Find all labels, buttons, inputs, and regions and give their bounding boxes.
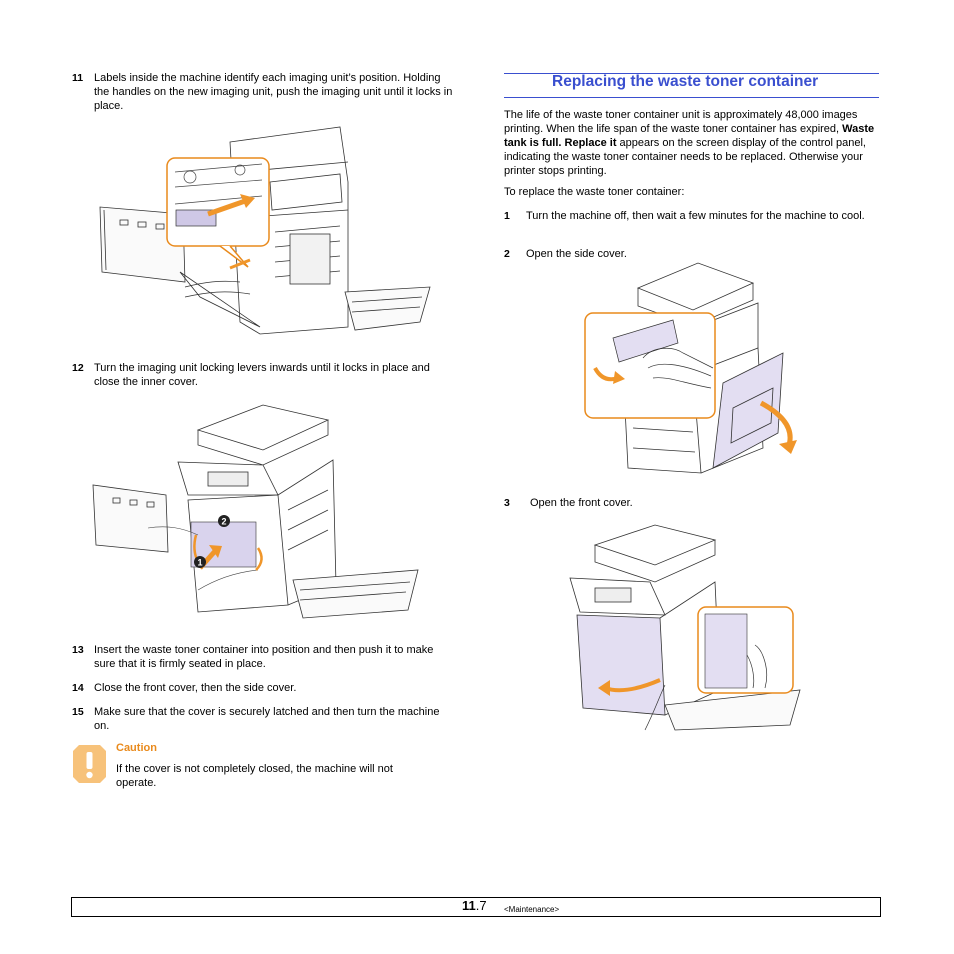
step-number: 14 — [72, 682, 84, 694]
intro-bold-message: Waste tank is full. Replace it — [504, 123, 875, 149]
figure-open-front-cover — [569, 524, 801, 731]
step-number: 3 — [504, 497, 510, 509]
step-number: 12 — [72, 362, 84, 374]
step-text: Labels inside the machine identify each … — [94, 72, 453, 112]
step-number: 11 — [72, 72, 84, 84]
step-number: 2 — [504, 248, 510, 260]
step-text: Make sure that the cover is securely lat… — [94, 706, 440, 732]
chapter-name: <Maintenance> — [504, 905, 560, 914]
step-text: Insert the waste toner container into po… — [94, 644, 434, 670]
section-rule-top — [504, 73, 879, 74]
step-number: 13 — [72, 644, 84, 656]
caution-title: Caution — [116, 742, 157, 754]
step-text: Turn the machine off, then wait a few mi… — [526, 210, 865, 222]
exclamation-icon — [73, 745, 106, 783]
step-text: Open the front cover. — [530, 497, 633, 509]
figure-locking-levers: 1 2 — [92, 404, 419, 619]
step-number: 1 — [504, 210, 510, 222]
caution-text: If the cover is not completely closed, t… — [116, 763, 393, 789]
step-text: Close the front cover, then the side cov… — [94, 682, 297, 694]
page-number: 11.7 — [462, 899, 487, 913]
section-title: Replacing the waste toner container — [552, 73, 819, 90]
figure-imaging-unit-insert — [99, 126, 431, 335]
section-lead: To replace the waste toner container: — [504, 186, 685, 198]
intro-text: The life of the waste toner container un… — [504, 109, 858, 135]
intro-text-end: appears on the screen display of the con… — [504, 137, 866, 177]
step-text: Open the side cover. — [526, 248, 627, 260]
step-number: 15 — [72, 706, 84, 718]
figure-open-side-cover — [584, 262, 797, 474]
callout-1: 1 — [197, 558, 202, 568]
callout-2: 2 — [221, 517, 226, 527]
step-text: Turn the imaging unit locking levers inw… — [94, 362, 430, 388]
section-intro: The life of the waste toner container un… — [504, 108, 882, 178]
footer-frame — [71, 897, 881, 917]
section-rule-bottom — [504, 97, 879, 98]
chapter-number: 11 — [462, 898, 476, 913]
page-sub-number: .7 — [475, 898, 487, 913]
